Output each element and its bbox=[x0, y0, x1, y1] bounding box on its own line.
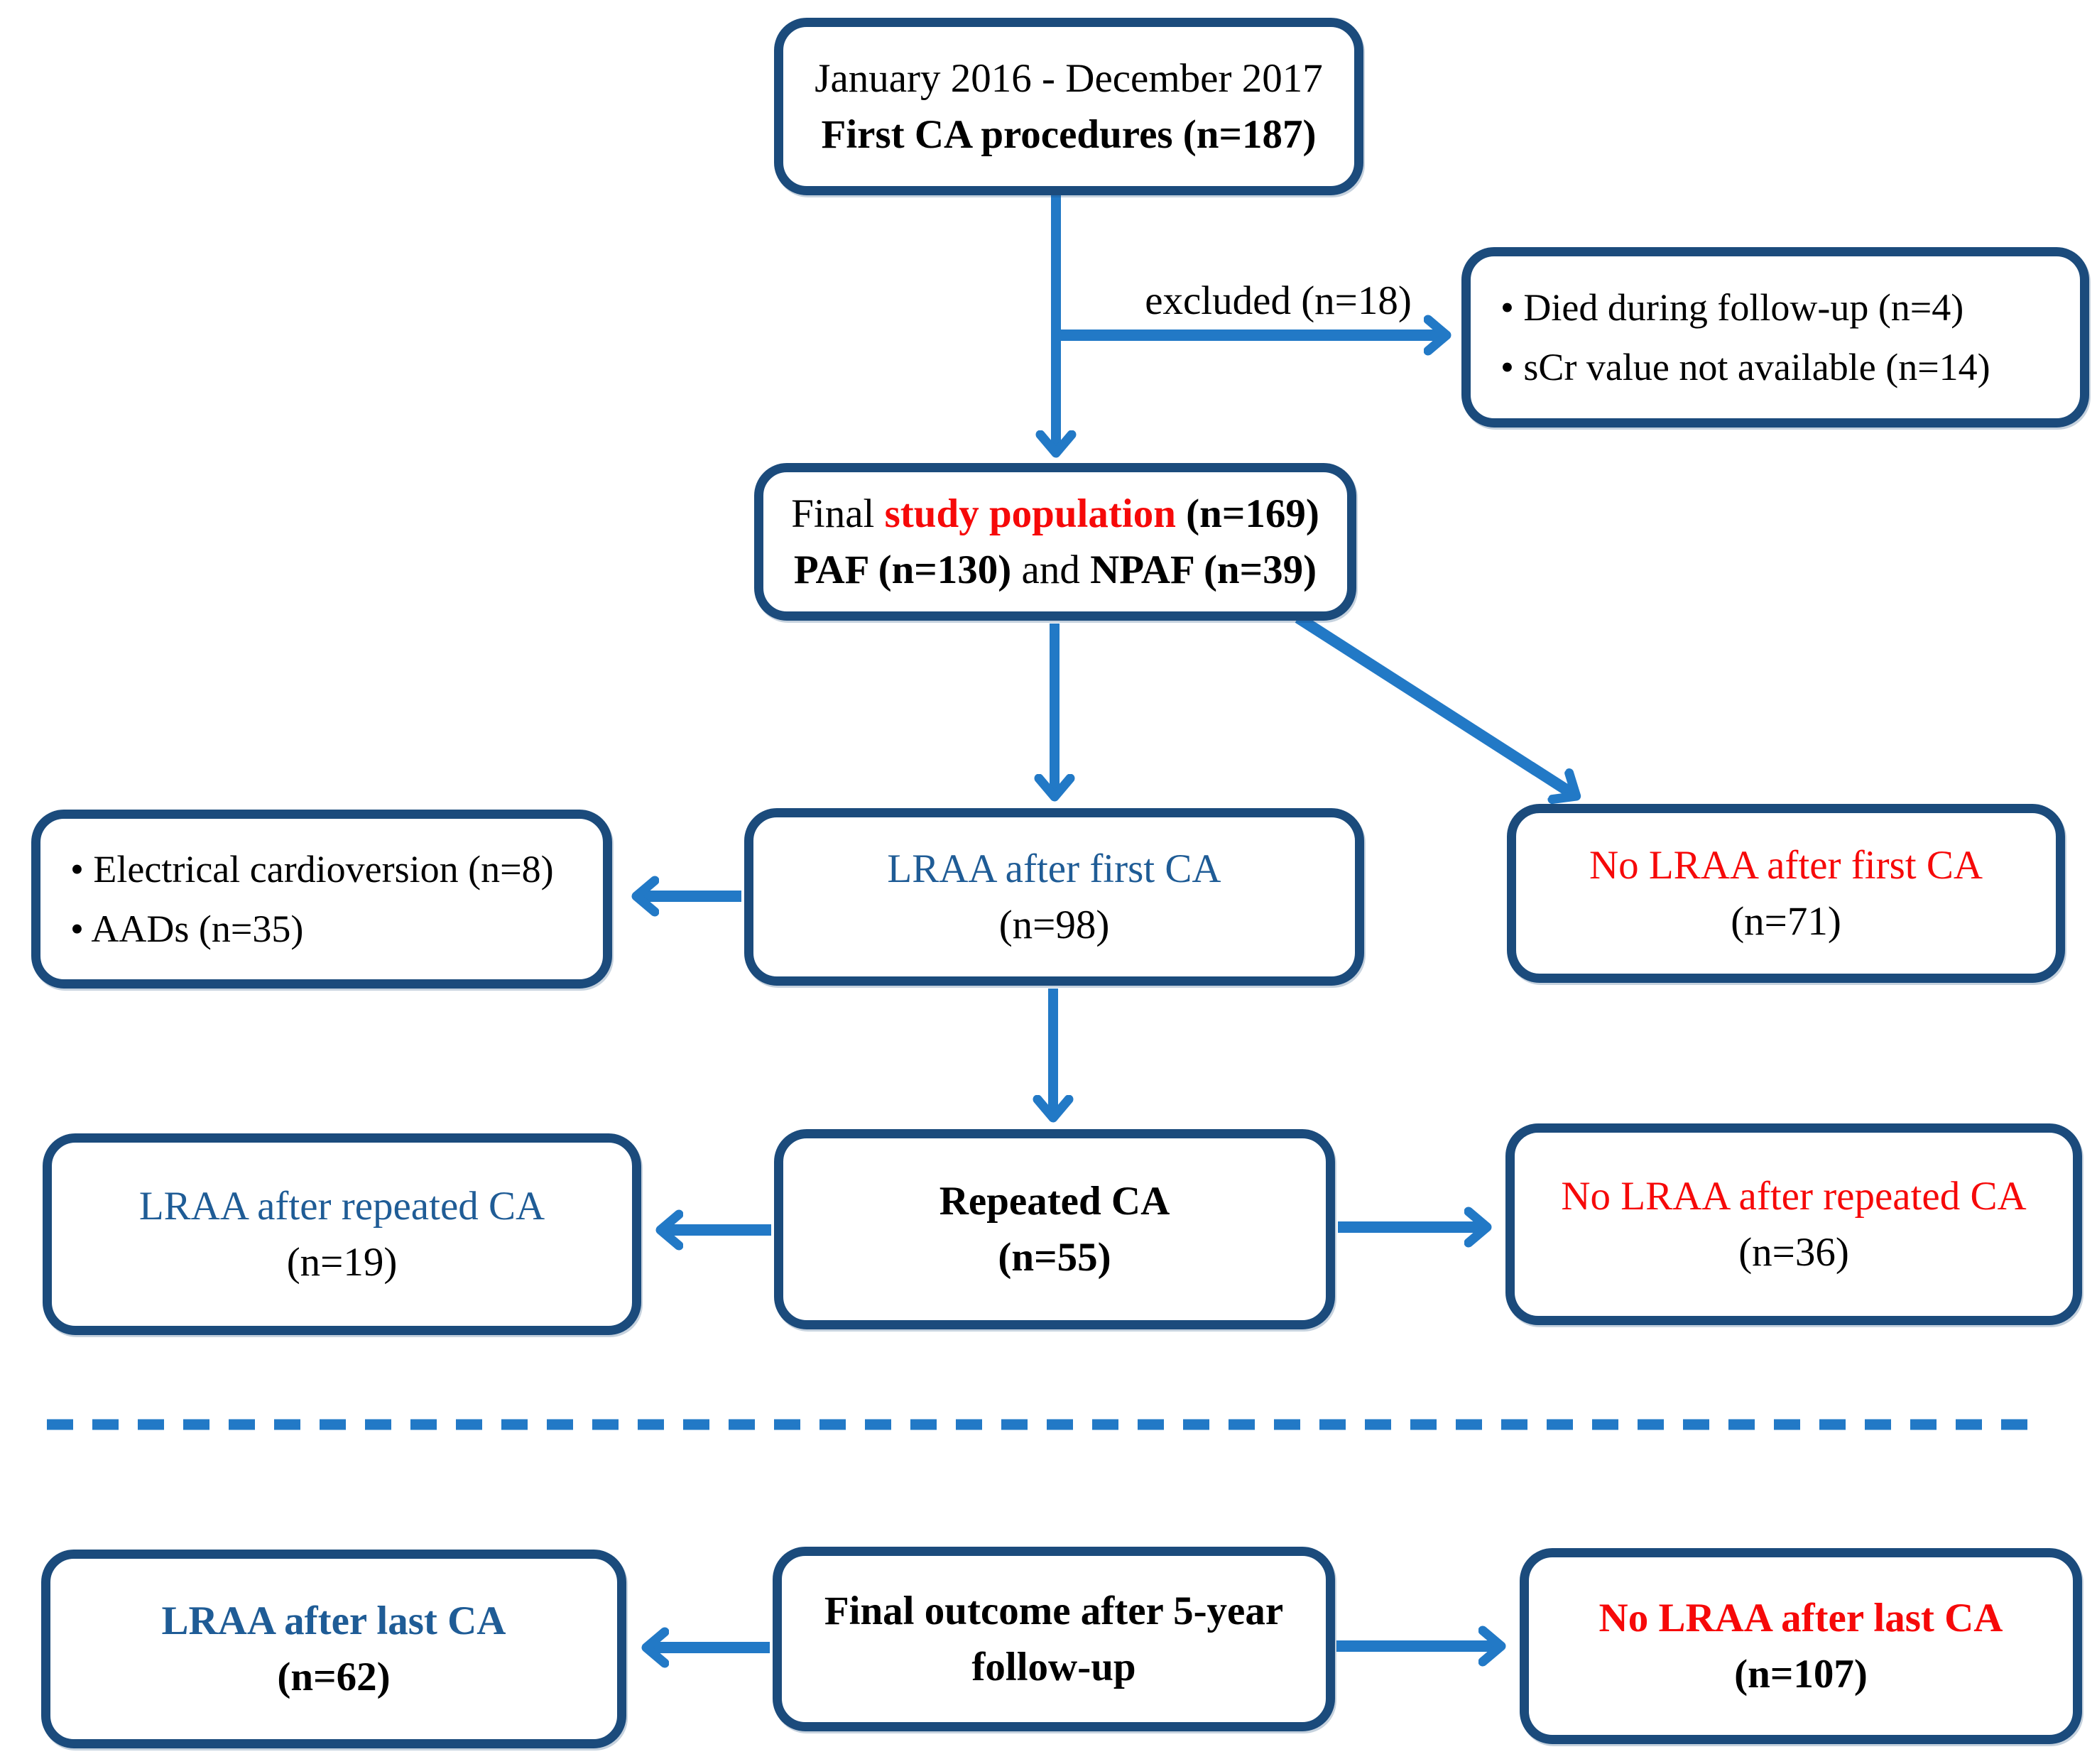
rhythm-control-aads: • AADs (n=35) bbox=[70, 908, 304, 950]
study-population-line2: PAF (n=130) and NPAF (n=39) bbox=[794, 542, 1317, 598]
no-lraa-first-title: No LRAA after first CA bbox=[1589, 843, 1983, 888]
excluded-branch-label: excluded (n=18) bbox=[1145, 278, 1412, 323]
study-population-line1: Final study population (n=169) bbox=[791, 486, 1319, 542]
node-repeated-ca: Repeated CA (n=55) bbox=[774, 1129, 1335, 1329]
final-outcome-line2: follow-up bbox=[971, 1645, 1136, 1689]
repeated-ca-title: Repeated CA bbox=[939, 1179, 1170, 1224]
node-final-outcome: Final outcome after 5-year follow-up bbox=[773, 1547, 1335, 1731]
study-population-final-text: Final bbox=[791, 491, 885, 536]
no-lraa-last-count: (n=107) bbox=[1734, 1652, 1868, 1697]
no-lraa-first-count: (n=71) bbox=[1731, 899, 1841, 944]
final-outcome-line1: Final outcome after 5-year bbox=[824, 1589, 1284, 1633]
first-ca-count-text: First CA procedures (n=187) bbox=[821, 112, 1317, 157]
lraa-repeated-count: (n=19) bbox=[286, 1240, 398, 1285]
node-lraa-after-repeated-ca: LRAA after repeated CA (n=19) bbox=[43, 1133, 641, 1335]
node-no-lraa-after-first-ca: No LRAA after first CA (n=71) bbox=[1507, 804, 2065, 983]
arrow-study-population-to-no-lraa-first bbox=[1295, 613, 1575, 795]
no-lraa-repeated-title: No LRAA after repeated CA bbox=[1561, 1174, 2027, 1219]
excluded-reason-scr: • sCr value not available (n=14) bbox=[1500, 346, 1990, 388]
node-study-population: Final study population (n=169) PAF (n=13… bbox=[754, 463, 1356, 621]
lraa-last-count: (n=62) bbox=[277, 1655, 391, 1699]
lraa-first-title: LRAA after first CA bbox=[887, 846, 1221, 891]
lraa-last-title: LRAA after last CA bbox=[161, 1599, 506, 1643]
node-rhythm-control: • Electrical cardioversion (n=8) • AADs … bbox=[31, 810, 612, 989]
node-first-ca-procedures: January 2016 - December 2017 First CA pr… bbox=[774, 18, 1363, 195]
paf-count-text: PAF (n=130) bbox=[793, 548, 1012, 592]
node-no-lraa-after-repeated-ca: No LRAA after repeated CA (n=36) bbox=[1505, 1123, 2082, 1325]
node-lraa-after-first-ca: LRAA after first CA (n=98) bbox=[744, 808, 1364, 986]
lraa-repeated-title: LRAA after repeated CA bbox=[138, 1184, 545, 1229]
node-lraa-after-last-ca: LRAA after last CA (n=62) bbox=[41, 1550, 626, 1748]
no-lraa-last-title: No LRAA after last CA bbox=[1598, 1596, 2003, 1640]
npaf-count-text: NPAF (n=39) bbox=[1090, 548, 1317, 592]
no-lraa-repeated-count: (n=36) bbox=[1738, 1230, 1849, 1275]
lraa-first-count: (n=98) bbox=[998, 903, 1110, 947]
first-ca-period-text: January 2016 - December 2017 bbox=[815, 56, 1323, 101]
node-excluded-reasons: • Died during follow-up (n=4) • sCr valu… bbox=[1461, 247, 2089, 428]
study-population-highlight-text: study population bbox=[884, 491, 1187, 536]
excluded-reason-died: • Died during follow-up (n=4) bbox=[1500, 286, 1964, 329]
rhythm-control-cardioversion: • Electrical cardioversion (n=8) bbox=[70, 848, 554, 891]
and-text: and bbox=[1011, 548, 1091, 592]
repeated-ca-count: (n=55) bbox=[998, 1235, 1111, 1280]
node-no-lraa-after-last-ca: No LRAA after last CA (n=107) bbox=[1520, 1548, 2082, 1744]
study-population-count-text: (n=169) bbox=[1186, 491, 1319, 536]
